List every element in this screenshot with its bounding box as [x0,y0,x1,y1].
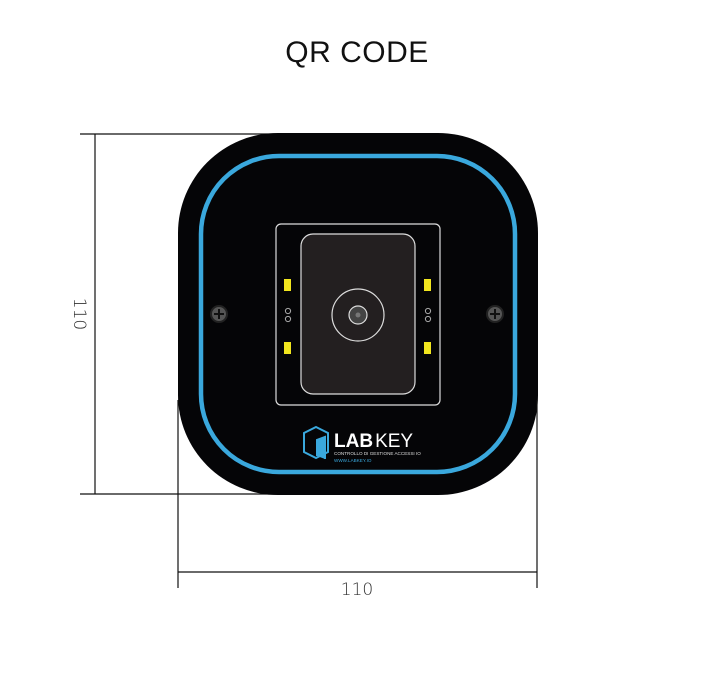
screw-icon [210,305,228,323]
width-label: 110 [341,580,373,600]
height-label: 110 [69,298,89,330]
led-indicator [424,279,431,291]
lens-ring [331,288,385,342]
led-indicator [424,342,431,354]
blue-ring [198,153,518,475]
page-title: QR CODE [285,36,429,69]
labkey-logo-icon [303,425,329,460]
brand-tagline: CONTROLLO DI GESTIONE ACCESSI IO [334,451,421,456]
led-indicator [284,342,291,354]
brand-website: WWW.LABKEY.IO [334,458,372,463]
led-indicator [284,279,291,291]
sensor-holes [284,307,432,323]
height-dimension [80,133,300,495]
screw-icon [486,305,504,323]
width-dimension [177,400,538,588]
